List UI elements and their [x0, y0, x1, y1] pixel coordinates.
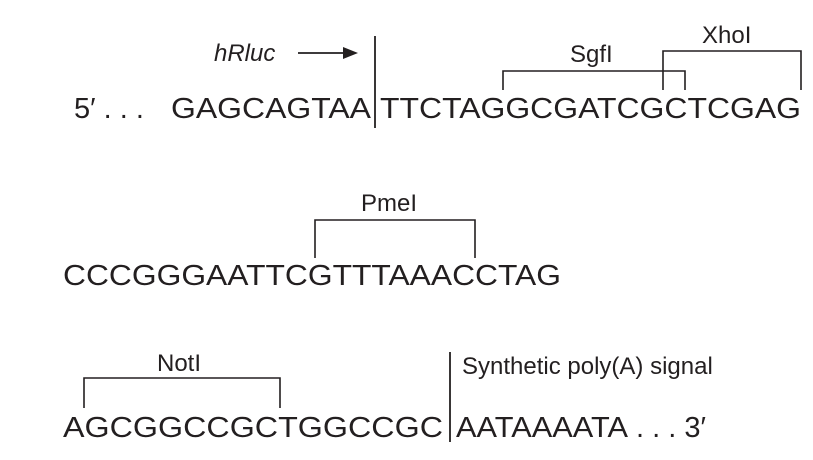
sequence-line-1-downstream: TTCTAGGCGATCGCTCGAG: [380, 93, 801, 125]
three-prime-end: . . . 3′: [628, 412, 706, 444]
hrluc-gene-label: hRluc: [214, 40, 275, 67]
noti-site-label: NotI: [157, 350, 201, 377]
polya-signal-label: Synthetic poly(A) signal: [462, 353, 713, 380]
pmei-site-bracket: [314, 219, 476, 258]
sequence-line-1-upstream: GAGCAGTAA: [171, 93, 372, 125]
noti-site-bracket: [83, 377, 281, 408]
hrluc-direction-arrow: [298, 47, 358, 59]
sequence-line-3-downstream: AATAAAATA: [456, 412, 629, 444]
sgfi-site-bracket: [502, 70, 686, 90]
five-prime-end: 5′ . . .: [74, 93, 152, 125]
xhoi-site-label: XhoI: [702, 22, 751, 49]
sequence-line-3-upstream: AGCGGCCGCTGGCCGC: [63, 412, 443, 444]
xhoi-site-bracket: [662, 50, 802, 90]
sequence-line-2: CCCGGGAATTCGTTTAAACCTAG: [63, 260, 561, 292]
pmei-site-label: PmeI: [361, 190, 417, 217]
sgfi-site-label: SgfI: [570, 41, 613, 68]
